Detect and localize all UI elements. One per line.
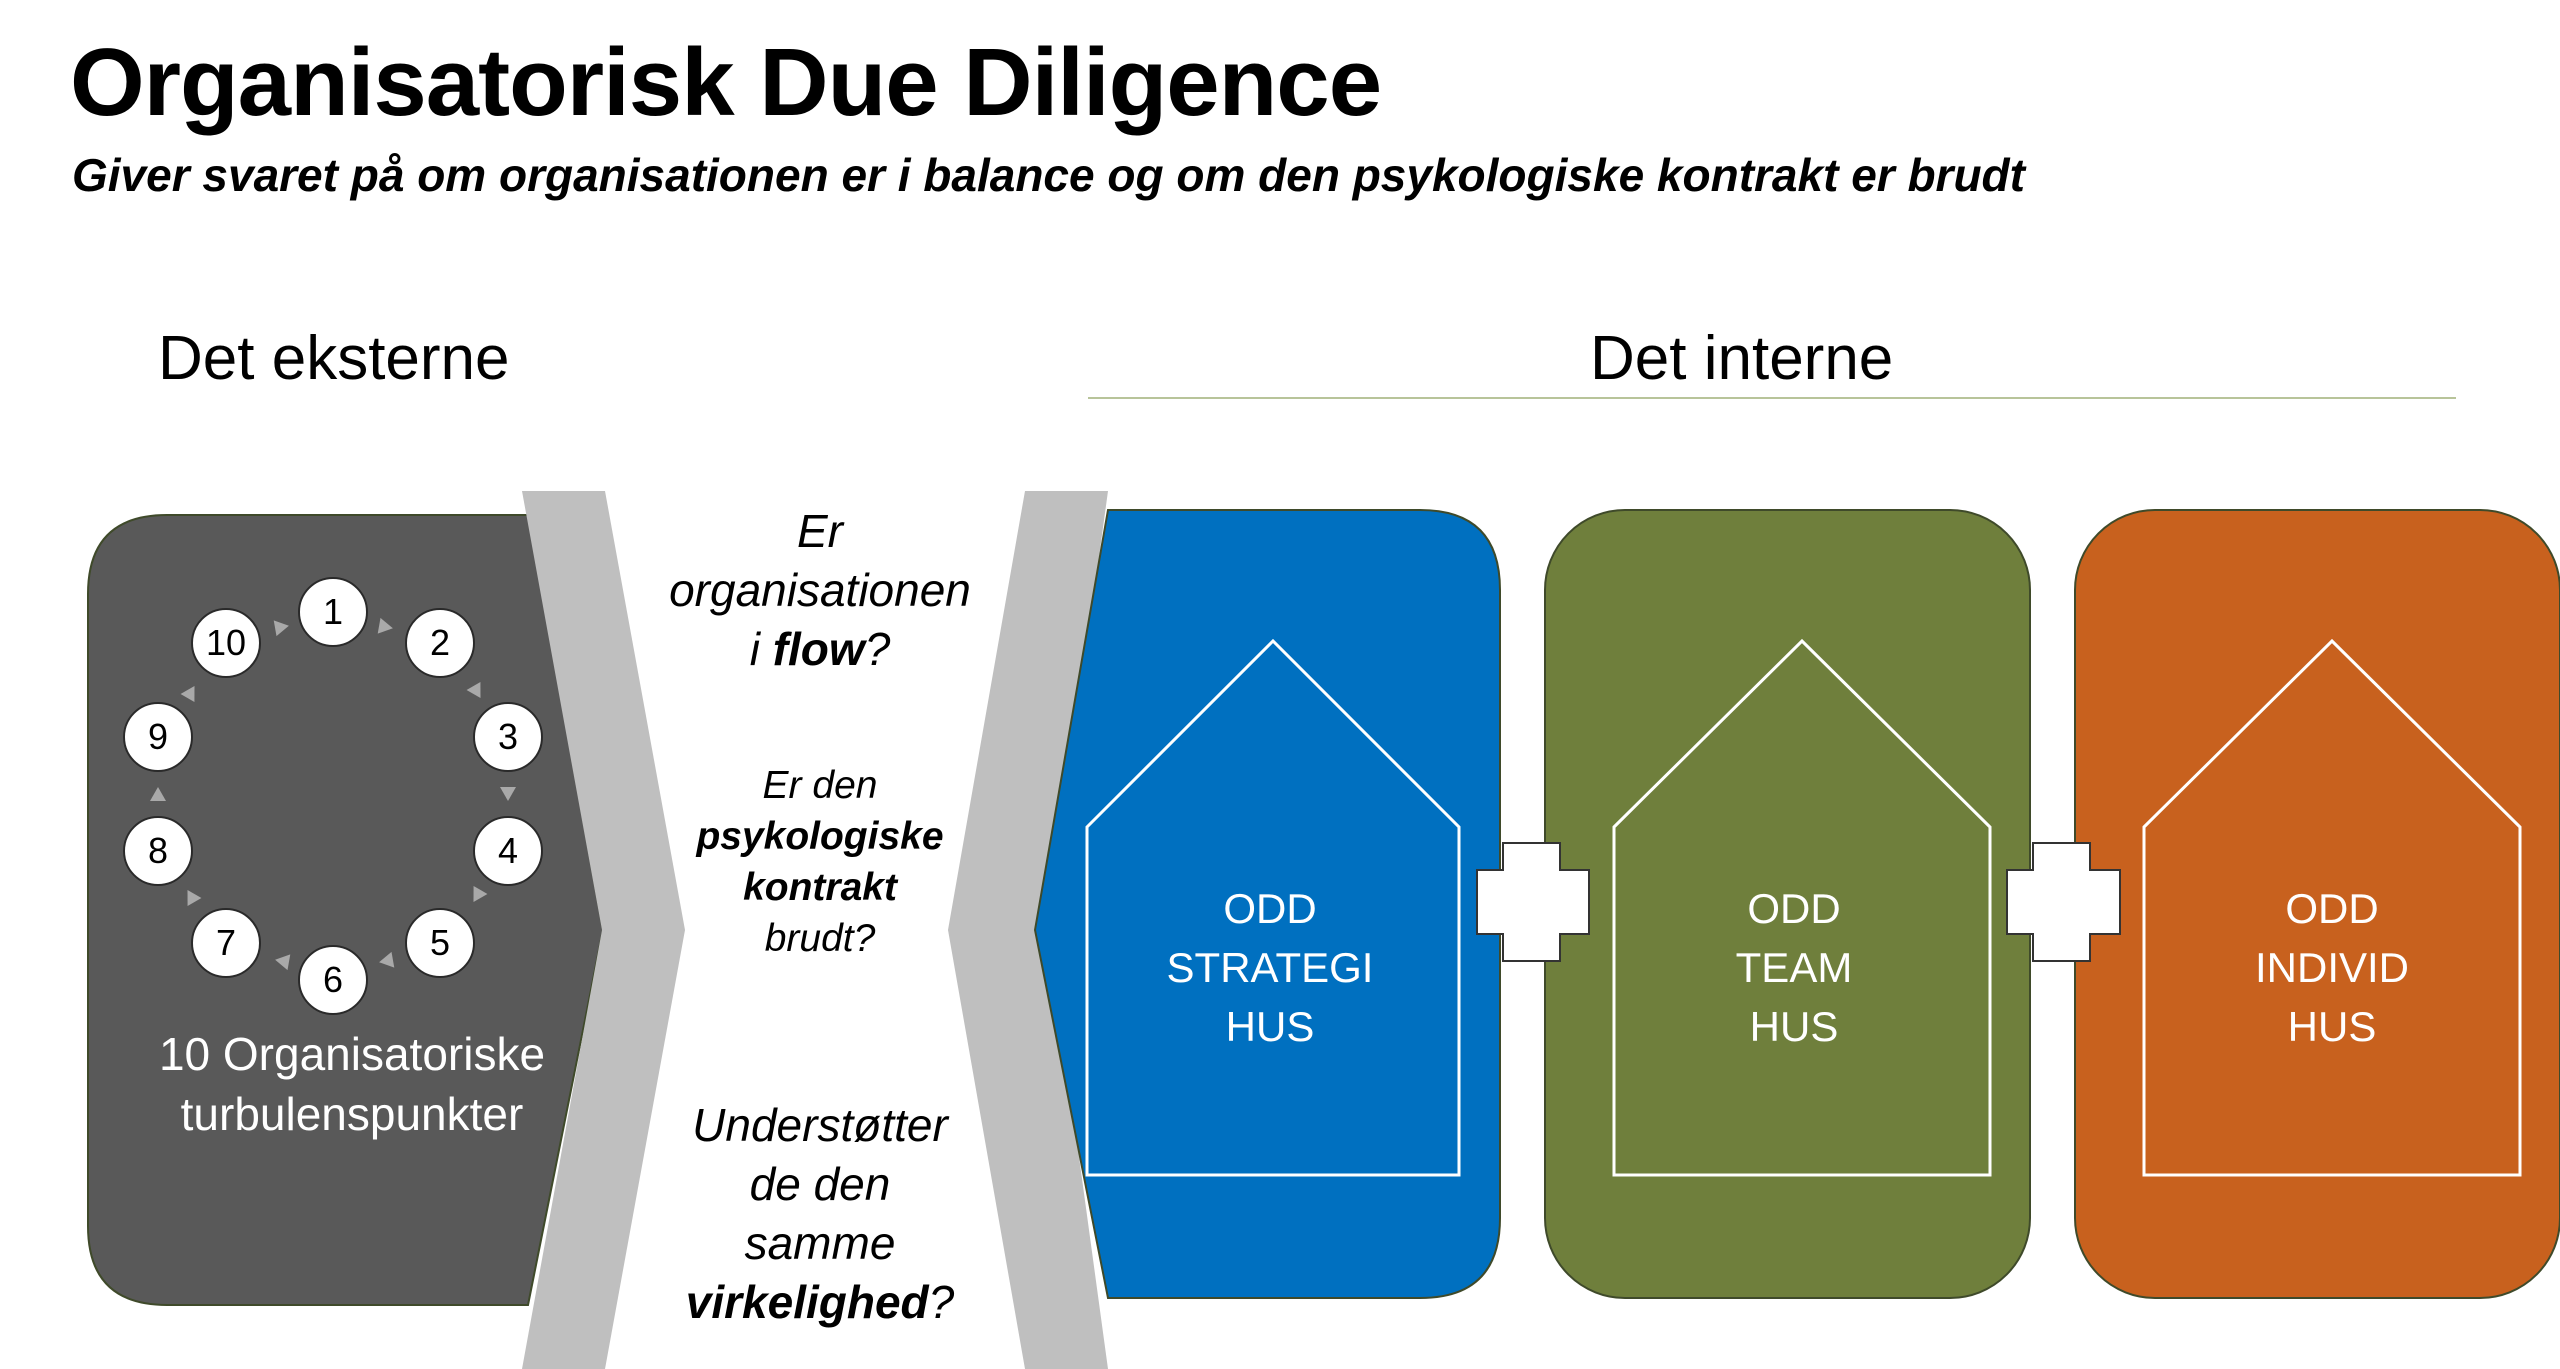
cycle-arrow-icon bbox=[273, 951, 291, 971]
question-line: Er bbox=[797, 505, 843, 557]
house-label-line: INDIVID bbox=[2254, 944, 2409, 991]
cycle-node-4: 4 bbox=[473, 816, 543, 886]
house-outline-team bbox=[1612, 638, 1992, 1177]
question-emphasis: flow bbox=[772, 623, 865, 675]
external-panel bbox=[87, 514, 605, 1306]
question-contract: Er den psykologiske kontrakt brudt? bbox=[650, 760, 990, 964]
plus-icon bbox=[2006, 842, 2121, 962]
question-line: de den bbox=[749, 1158, 891, 1210]
question-line: organisationen bbox=[669, 564, 971, 616]
question-text: ? bbox=[864, 623, 891, 675]
plus-icon bbox=[1476, 842, 1590, 962]
question-line: brudt? bbox=[764, 917, 876, 960]
chevron-left bbox=[522, 491, 685, 1369]
question-text: ? bbox=[928, 1276, 955, 1328]
house-label-line: ODD bbox=[1223, 885, 1317, 932]
chevron-right bbox=[948, 491, 1108, 1369]
question-line: psykologiske bbox=[650, 811, 990, 862]
section-label-internal: Det interne bbox=[1590, 324, 1894, 393]
question-line: Er den bbox=[762, 764, 878, 807]
question-flow: Er organisationen i flow? bbox=[640, 502, 1000, 679]
house-label-line: HUS bbox=[1749, 1003, 1839, 1050]
cycle-node-3: 3 bbox=[473, 702, 543, 772]
house-label-line: ODD bbox=[2285, 885, 2379, 932]
section-label-external: Det eksterne bbox=[158, 324, 510, 393]
house-label-team: ODD TEAM HUS bbox=[1644, 879, 1944, 1056]
cycle-arrow-icon bbox=[377, 617, 395, 637]
cycle-arrow-icon bbox=[500, 787, 516, 801]
page-subtitle: Giver svaret på om organisationen er i b… bbox=[72, 149, 2025, 201]
question-reality: Understøtter de den samme virkelighed? bbox=[660, 1096, 980, 1332]
question-line: kontrakt bbox=[650, 862, 990, 913]
cycle-node-5: 5 bbox=[405, 908, 475, 978]
house-outline-strategi bbox=[1085, 638, 1461, 1177]
strategi-panel bbox=[1033, 509, 1501, 1299]
cycle-arrow-icon bbox=[273, 617, 291, 637]
cycle-node-1: 1 bbox=[298, 577, 368, 647]
question-line: samme bbox=[744, 1217, 896, 1269]
question-line: i flow? bbox=[640, 620, 1000, 679]
cycle-arrow-icon bbox=[150, 787, 166, 801]
cycle-node-10: 10 bbox=[191, 608, 261, 678]
house-outline-individ bbox=[2142, 638, 2522, 1177]
question-text: i bbox=[749, 623, 773, 675]
turbulence-label: 10 Organisatoriske turbulenspunkter bbox=[112, 1024, 592, 1144]
turbulence-label-line: 10 Organisatoriske bbox=[158, 1028, 546, 1080]
house-label-individ: ODD INDIVID HUS bbox=[2182, 879, 2482, 1056]
cycle-node-2: 2 bbox=[405, 608, 475, 678]
question-line: virkelighed? bbox=[660, 1273, 980, 1332]
house-label-strategi: ODD STRATEGI HUS bbox=[1120, 879, 1420, 1056]
cycle-node-7: 7 bbox=[191, 908, 261, 978]
question-emphasis: kontrakt bbox=[743, 866, 897, 909]
turbulence-label-line: turbulenspunkter bbox=[180, 1088, 524, 1140]
cycle-node-9: 9 bbox=[123, 702, 193, 772]
question-line: Understøtter bbox=[692, 1099, 948, 1151]
question-emphasis: psykologiske bbox=[696, 815, 944, 858]
house-label-line: ODD bbox=[1747, 885, 1841, 932]
page-title: Organisatorisk Due Diligence bbox=[70, 29, 1382, 136]
cycle-node-8: 8 bbox=[123, 816, 193, 886]
house-label-line: TEAM bbox=[1735, 944, 1853, 991]
cycle-arrow-icon bbox=[377, 951, 395, 971]
question-emphasis: virkelighed bbox=[685, 1276, 929, 1328]
house-label-line: STRATEGI bbox=[1166, 944, 1374, 991]
house-label-line: HUS bbox=[2287, 1003, 2377, 1050]
house-label-line: HUS bbox=[1225, 1003, 1315, 1050]
internal-divider bbox=[1088, 397, 2456, 399]
cycle-node-6: 6 bbox=[298, 945, 368, 1015]
